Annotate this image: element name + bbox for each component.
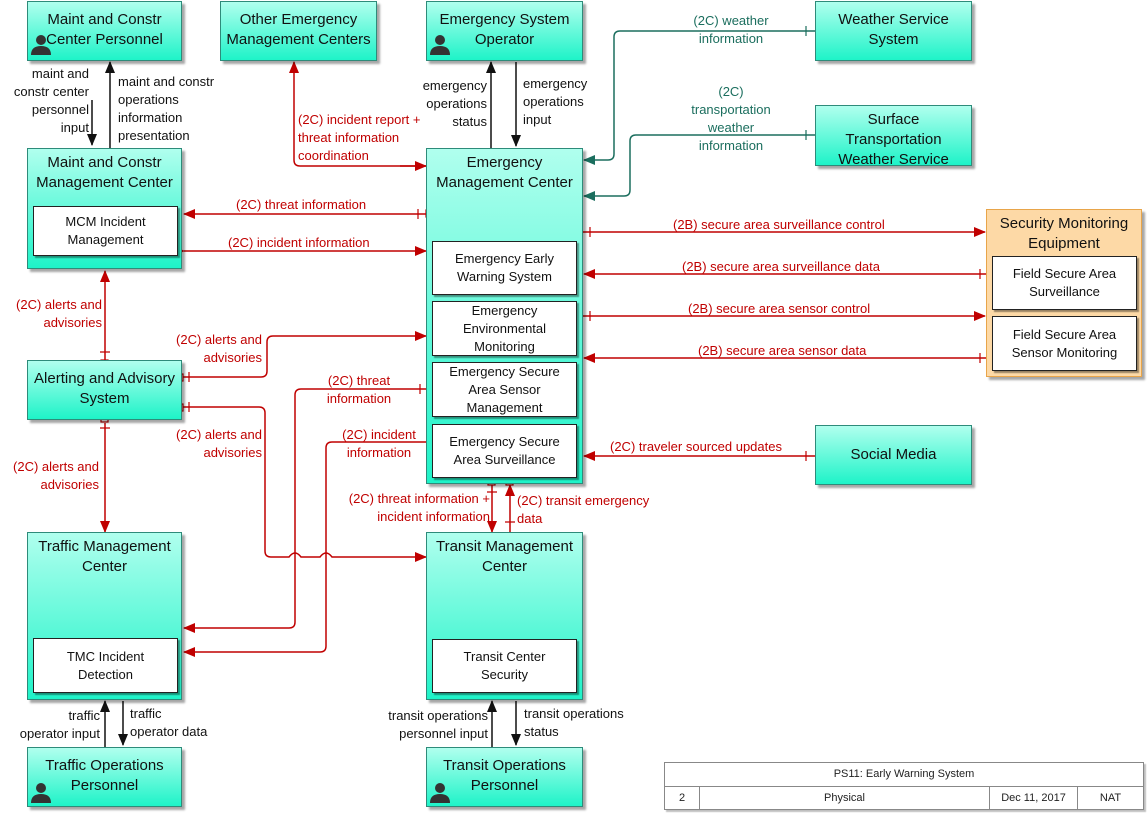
label-maint-personnel-input: maint and constr center personnel input [13,66,89,135]
node-traffic-management-center[interactable]: Traffic Management Center TMC Incident D… [27,532,182,700]
node-title: Social Media [850,446,937,463]
node-title: Other Emergency Management Centers [226,11,371,48]
label-traffic-op-input: traffic operator input [19,708,100,741]
label-transit-emergency: (2C) transit emergency data [517,493,650,526]
node-maint-constr-personnel[interactable]: Maint and Constr Center Personnel [27,1,182,61]
label-threat-incident-transit: (2C) threat information + incident infor… [348,491,490,524]
label-transport-weather: (2C) transportation weather information [691,84,771,153]
node-title: Traffic Management Center [38,538,171,575]
label-alerts-mcm: (2C) alerts and advisories [16,297,102,330]
person-icon [31,35,51,55]
subsystem-transit-center-security[interactable]: Transit Center Security [432,639,577,693]
flow-incident-report [289,61,426,167]
node-social-media[interactable]: Social Media [815,425,972,485]
flow-alerts-transit [180,406,427,562]
subsystem-emergency-secure-area-sensor-mgmt[interactable]: Emergency Secure Area Sensor Management [432,362,577,417]
node-weather-service-system[interactable]: Weather Service System [815,1,972,61]
label-sensor-control: (2B) secure area sensor control [688,301,871,316]
node-maint-constr-management-center[interactable]: Maint and Constr Management Center MCM I… [27,148,182,269]
person-icon [430,35,450,55]
subsystem-field-secure-area-sensor-monitoring[interactable]: Field Secure Area Sensor Monitoring [992,316,1137,371]
node-title: Maint and Constr Center Personnel [46,11,163,48]
flow-transport-weather [583,134,815,201]
node-emergency-system-operator[interactable]: Emergency System Operator [426,1,583,61]
label-alerts-emc: (2C) alerts and advisories [176,332,262,365]
subsystem-tmc-incident-detection[interactable]: TMC Incident Detection [33,638,178,693]
node-other-emergency-centers[interactable]: Other Emergency Management Centers [220,1,377,61]
subsystem-field-secure-area-surveillance[interactable]: Field Secure Area Surveillance [992,256,1137,310]
label-transit-ops-status: transit operations status [524,706,624,739]
node-title: Traffic Operations Personnel [45,757,164,794]
flow-weather-info [583,30,815,165]
subsystem-emergency-environmental-monitoring[interactable]: Emergency Environmental Monitoring [432,301,577,356]
flow-alerts-emc [180,331,427,378]
title-block-scope: NAT [1099,792,1122,804]
title-block-date: Dec 11, 2017 [990,787,1078,810]
label-sensor-data: (2B) secure area sensor data [698,343,867,358]
node-traffic-operations-personnel[interactable]: Traffic Operations Personnel [27,747,182,807]
node-title: Alerting and Advisory System [34,370,175,407]
node-alerting-advisory-system[interactable]: Alerting and Advisory System [27,360,182,420]
label-incident-info-mcm: (2C) incident information [228,235,370,250]
flow-incident-info-tmc [183,441,426,657]
title-block: PS11: Early Warning System 2 Physical De… [664,762,1144,810]
node-title: Surface Transportation Weather Service [838,111,949,168]
node-title: Security Monitoring Equipment [999,215,1129,252]
flow-threat-info-tmc [183,388,428,633]
label-incident-report: (2C) incident report + threat informatio… [298,112,421,163]
node-title: Emergency Management Center [436,154,573,191]
node-title: Transit Management Center [435,538,573,575]
label-surv-control: (2B) secure area surveillance control [673,217,885,232]
label-maint-presentation: maint and constr operations information … [118,74,215,143]
title-block-title: PS11: Early Warning System [665,763,1143,787]
node-title: Maint and Constr Management Center [36,154,173,191]
node-security-monitoring-equipment[interactable]: Security Monitoring Equipment Field Secu… [986,209,1142,377]
node-transit-operations-personnel[interactable]: Transit Operations Personnel [426,747,583,807]
subsystem-mcm-incident-management[interactable]: MCM Incident Management [33,206,178,256]
label-transit-personnel-input: transit operations personnel input [388,708,488,741]
node-surface-transportation-weather[interactable]: Surface Transportation Weather Service [815,105,972,168]
node-title: Emergency System Operator [439,11,570,48]
label-surv-data: (2B) secure area surveillance data [682,259,880,274]
label-alerts-tmc: (2C) alerts and advisories [13,459,99,492]
person-icon [430,783,450,803]
label-em-ops-input: emergency operations input [523,76,588,127]
person-icon [31,783,51,803]
node-title: Weather Service System [838,11,949,48]
node-emergency-management-center[interactable]: Emergency Management Center Emergency Ea… [426,148,583,484]
label-em-ops-status: emergency operations status [422,78,487,129]
label-alerts-transit: (2C) alerts and advisories [176,427,262,460]
label-threat-info-mcm: (2C) threat information [236,197,367,212]
node-transit-management-center[interactable]: Transit Management Center Transit Center… [426,532,583,700]
subsystem-emergency-early-warning[interactable]: Emergency Early Warning System [432,241,577,295]
subsystem-emergency-secure-area-surveillance[interactable]: Emergency Secure Area Surveillance [432,424,577,478]
label-traffic-op-data: traffic operator data [130,706,208,739]
label-threat-info-tmc: (2C) threat information [326,373,392,406]
node-title: Transit Operations Personnel [443,757,566,794]
label-traveler-updates: (2C) traveler sourced updates [610,439,782,454]
title-block-number: 2 [665,787,700,810]
title-block-view: Physical [700,787,990,810]
label-weather-info: (2C) weather information [693,13,769,46]
label-incident-info-tmc: (2C) incident information [342,427,416,460]
